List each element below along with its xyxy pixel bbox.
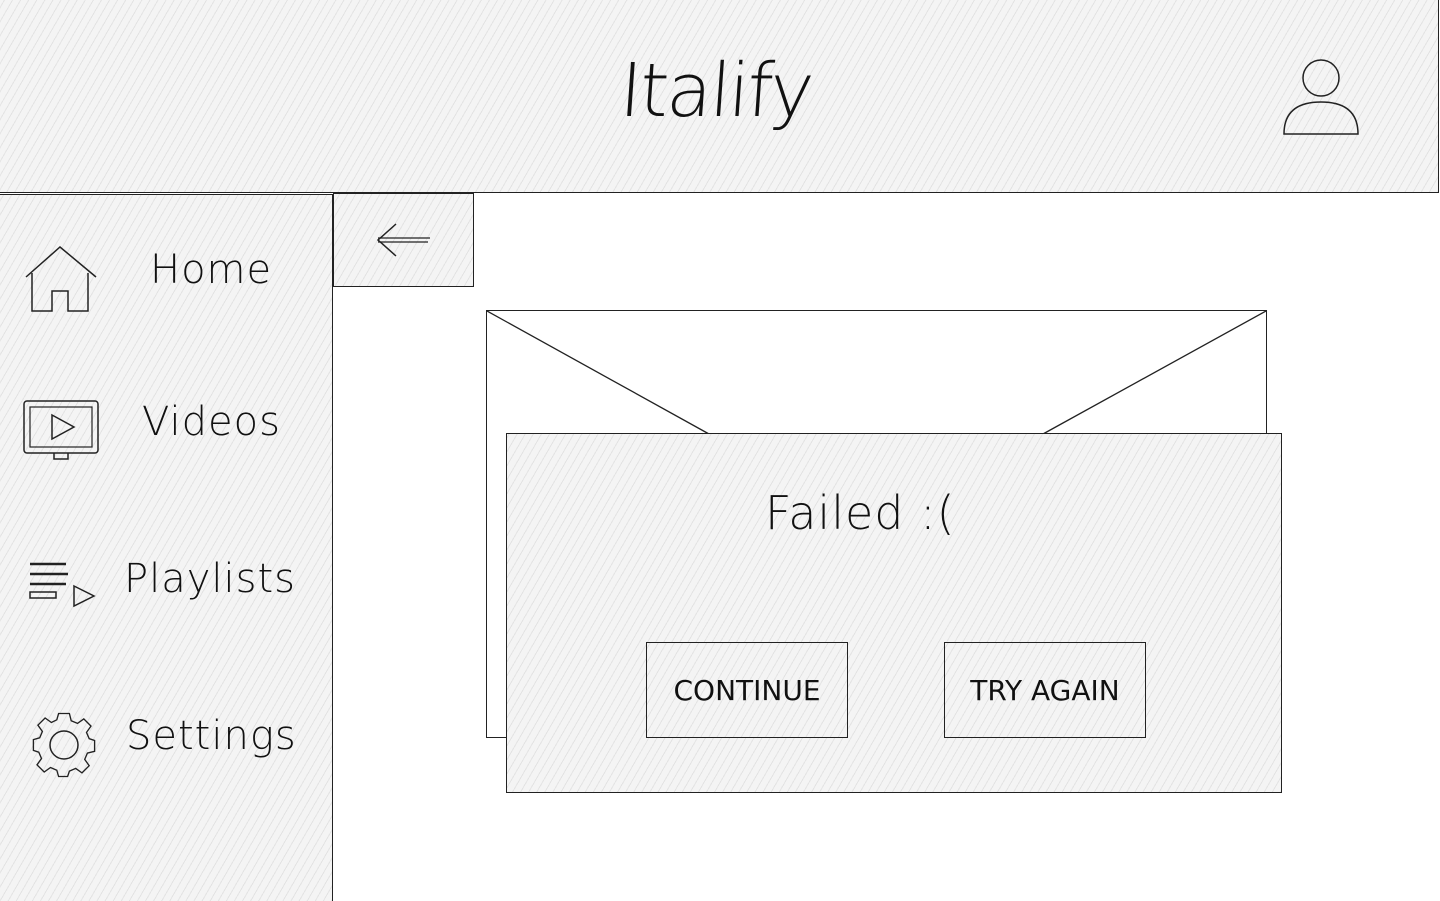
video-screen-icon — [22, 397, 102, 467]
user-avatar-icon[interactable] — [1280, 58, 1362, 138]
sidebar-item-label: Settings — [126, 713, 297, 759]
sidebar-item-home[interactable]: Home — [0, 235, 332, 325]
home-icon — [22, 245, 102, 315]
sidebar-item-label: Playlists — [124, 556, 297, 602]
sidebar-item-label: Videos — [142, 399, 281, 445]
dialog-message: Failed :( — [765, 486, 956, 540]
sidebar-item-settings[interactable]: Settings — [0, 703, 332, 793]
gear-icon — [22, 711, 102, 781]
arrow-left-icon — [376, 223, 430, 257]
sidebar-item-playlists[interactable]: Playlists — [0, 540, 332, 630]
try-again-button[interactable]: TRY AGAIN — [944, 642, 1146, 738]
image-placeholder-icon — [487, 311, 1266, 435]
continue-button[interactable]: CONTINUE — [646, 642, 848, 738]
sidebar-item-videos[interactable]: Videos — [0, 385, 332, 475]
app-header: Italify — [0, 0, 1439, 193]
app-title: Italify — [616, 48, 815, 134]
sidebar-item-label: Home — [150, 247, 273, 293]
back-button[interactable] — [333, 193, 474, 287]
sidebar: Home Videos Playlists — [0, 194, 333, 901]
error-dialog: Failed :( CONTINUE TRY AGAIN — [506, 433, 1282, 793]
playlist-icon — [22, 554, 102, 624]
